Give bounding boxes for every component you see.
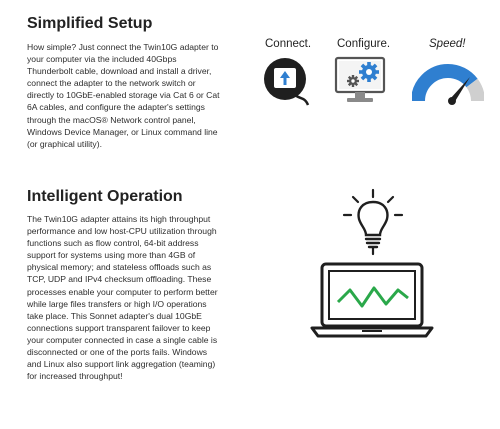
text-line: your computer connected in case a single… bbox=[27, 334, 218, 345]
step-speed-label: Speed! bbox=[429, 38, 466, 50]
text-line: take place. This Sonnet adapter's dual 1… bbox=[27, 310, 202, 321]
text-line: How simple? Just connect the Twin10G ada… bbox=[27, 42, 219, 52]
lightbulb-icon bbox=[342, 188, 404, 256]
simplified-setup-paragraph: How simple? Just connect the Twin10G ada… bbox=[27, 41, 220, 150]
laptop-graph-icon bbox=[310, 262, 434, 338]
text-line: disconnected or one of the ports fails. … bbox=[27, 347, 208, 358]
monitor-gear-icon bbox=[334, 56, 386, 102]
text-line: performance and low host-CPU utilization… bbox=[27, 226, 217, 237]
text-line: 6A cables, and configure the adapter's s… bbox=[27, 102, 205, 113]
text-line: directly to 10GbE-enabled storage via Ca… bbox=[27, 90, 220, 101]
text-line: while large files transfers or high I/O … bbox=[27, 298, 207, 309]
simplified-setup-title: Simplified Setup bbox=[27, 15, 153, 32]
text-line: processes enable your computer to perfor… bbox=[27, 286, 218, 297]
text-line: Windows Device Manager, or Linux command… bbox=[27, 126, 218, 137]
text-line: for increased throughput! bbox=[27, 371, 123, 382]
text-line: your computer via the included 40Gbps bbox=[27, 54, 177, 65]
text-line: Thunderbolt cable, download and install … bbox=[27, 66, 212, 77]
intelligent-operation-paragraph: The Twin10G adapter attains its high thr… bbox=[27, 213, 218, 382]
step-connect-label: Connect. bbox=[265, 38, 312, 50]
text-line: TCP, UDP and IPv4 checksum offloading. T… bbox=[27, 274, 212, 285]
text-line: support for systems using more than 4GB … bbox=[27, 250, 196, 261]
text-line: connect the adapter to the network switc… bbox=[27, 78, 196, 89]
text-line: and Linux also support link aggregation … bbox=[27, 359, 216, 370]
speed-gauge-icon bbox=[412, 64, 484, 105]
intelligent-operation-title: Intelligent Operation bbox=[27, 188, 183, 205]
text-line: (or graphical utility). bbox=[27, 138, 102, 149]
thunderbolt-plug-icon bbox=[264, 58, 310, 106]
text-line: The Twin10G adapter attains its high thr… bbox=[27, 214, 211, 224]
text-line: functions such as flow control, 64-bit a… bbox=[27, 238, 199, 249]
step-configure-label: Configure. bbox=[337, 38, 391, 50]
text-line: connections support transparent failover… bbox=[27, 322, 211, 333]
text-line: physical memory; and stateless offloads … bbox=[27, 262, 212, 273]
text-line: through the macOS® Network control panel… bbox=[27, 114, 196, 125]
